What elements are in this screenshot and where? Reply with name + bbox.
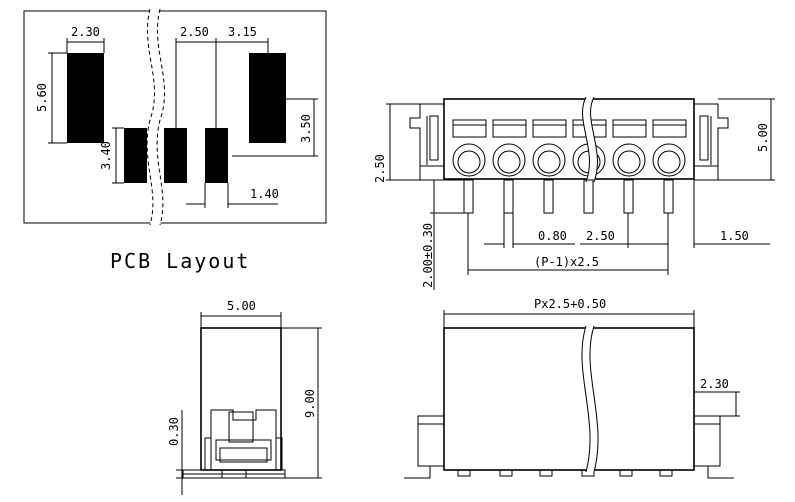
dim-top-length: Px2.5+0.50 bbox=[534, 297, 606, 311]
front-body bbox=[443, 98, 695, 180]
pcb-break-gap bbox=[147, 9, 165, 225]
top-view: Px2.5+0.50 2.30 bbox=[404, 297, 740, 479]
dim-pitch: 2.50 bbox=[180, 25, 209, 39]
side-view: 5.00 9.00 0.30 bbox=[167, 299, 322, 495]
dim-side-height: 9.00 bbox=[303, 389, 317, 418]
top-body bbox=[443, 327, 695, 471]
dim-top-tab: 2.30 bbox=[700, 377, 729, 391]
pad-large-left bbox=[67, 53, 104, 143]
side-body bbox=[200, 327, 282, 471]
dim-front-pitch: 2.50 bbox=[586, 229, 615, 243]
pad-small-3 bbox=[205, 128, 228, 183]
front-view: 2.50 5.00 2.00±0.30 0.80 2.50 1.50 (P-1)… bbox=[373, 96, 775, 290]
dim-pad-small-width: 1.40 bbox=[250, 187, 279, 201]
dim-front-span: (P-1)x2.5 bbox=[534, 255, 599, 269]
dim-side-thickness: 0.30 bbox=[167, 417, 181, 446]
pad-small-2 bbox=[164, 128, 187, 183]
front-slots bbox=[452, 119, 687, 138]
dim-front-height-left: 2.50 bbox=[373, 154, 387, 183]
dim-pad-small-height: 3.40 bbox=[99, 141, 113, 170]
top-bottom-edge bbox=[404, 465, 734, 479]
pad-small-1 bbox=[124, 128, 147, 183]
dim-pad-height: 5.60 bbox=[35, 83, 49, 112]
dim-pin-width: 0.80 bbox=[538, 229, 567, 243]
dim-front-height-right: 5.00 bbox=[756, 123, 770, 152]
front-wire-entries bbox=[452, 143, 686, 177]
pcb-layout: 2.30 5.60 2.50 3.15 3.40 3.50 1.40 PCB L… bbox=[23, 8, 327, 273]
front-pins bbox=[463, 179, 674, 214]
dim-pad-width: 2.30 bbox=[71, 25, 100, 39]
dim-pin-length: 2.00±0.30 bbox=[421, 223, 435, 288]
dim-pad-right-height: 3.50 bbox=[299, 114, 313, 143]
pad-large-right bbox=[249, 53, 286, 143]
dim-front-edge: 1.50 bbox=[720, 229, 749, 243]
pcb-layout-title: PCB Layout bbox=[110, 249, 250, 273]
dim-side-width: 5.00 bbox=[227, 299, 256, 313]
dim-offset: 3.15 bbox=[228, 25, 257, 39]
